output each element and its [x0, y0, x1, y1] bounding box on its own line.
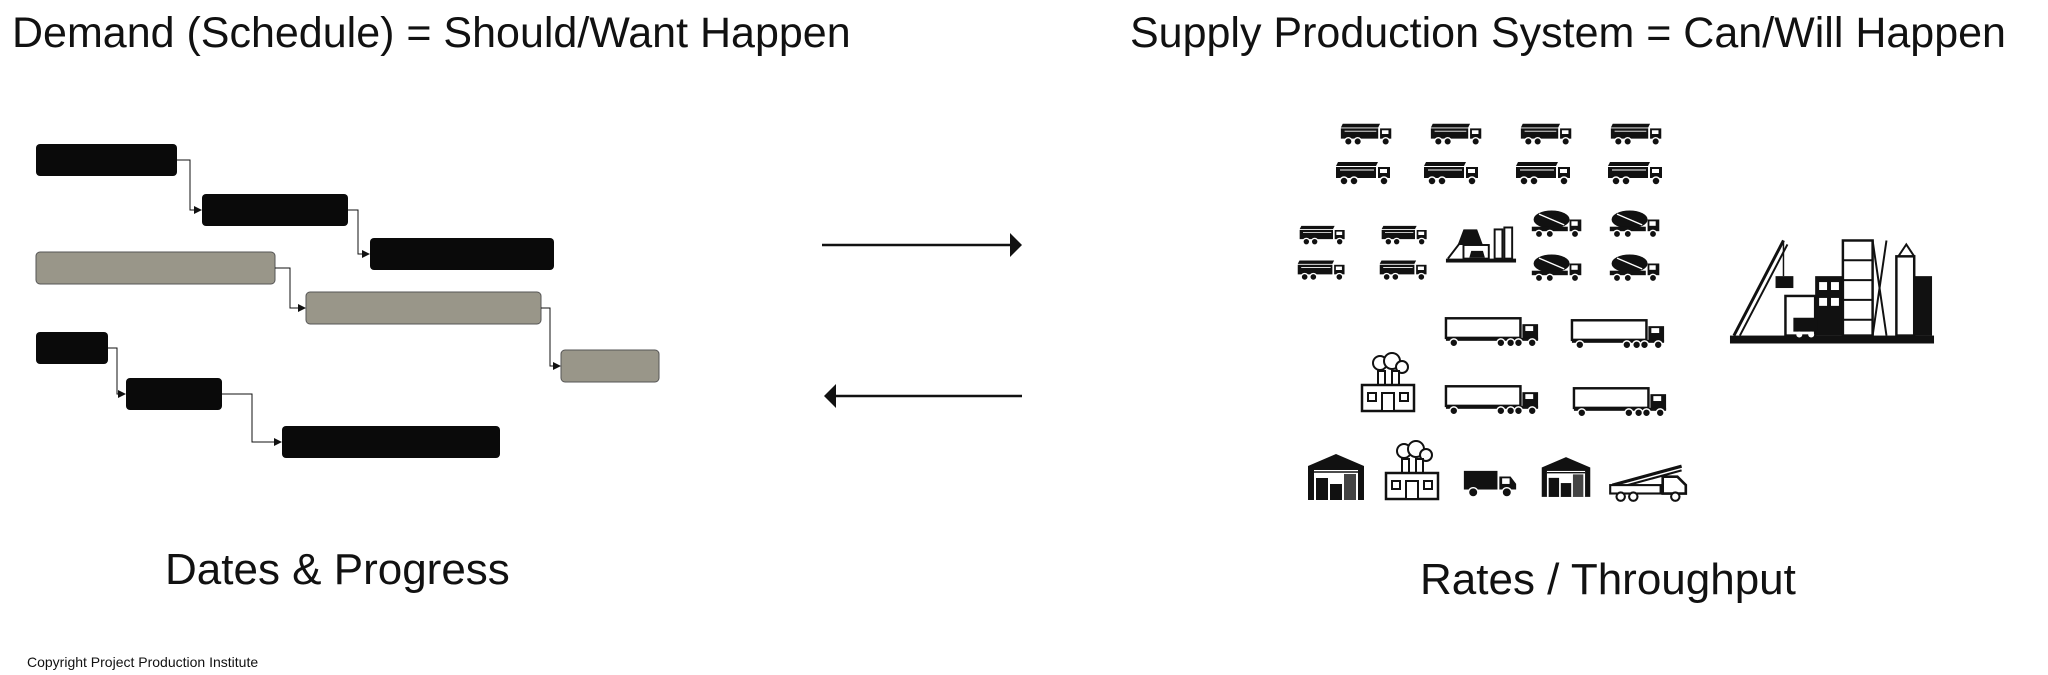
flatbed-truck-icon [1608, 464, 1688, 503]
backward-arrow [824, 384, 1022, 408]
demand-heading: Demand (Schedule) = Should/Want Happen [12, 9, 851, 57]
semi-trailer-truck-icon [1444, 317, 1540, 348]
dump-truck-icon [1297, 259, 1346, 282]
dump-truck-icon [1381, 225, 1428, 246]
gantt-bar-5 [305, 291, 542, 325]
gantt-bar-4 [35, 251, 276, 285]
dump-truck-icon [1423, 161, 1479, 186]
copyright-notice: Copyright Project Production Institute [27, 654, 259, 670]
supply-caption: Rates / Throughput [1420, 555, 1796, 604]
concrete-batch-plant-icon [1444, 226, 1518, 264]
concrete-mixer-truck-icon [1609, 209, 1661, 239]
gantt-bar-7 [36, 332, 108, 364]
gantt-bar-8 [126, 378, 222, 410]
dump-truck-icon [1340, 123, 1392, 146]
construction-site-icon [1728, 238, 1936, 345]
dump-truck-icon [1607, 161, 1663, 186]
factory-icon [1360, 352, 1416, 413]
dump-truck-icon [1430, 123, 1482, 146]
factory-icon [1384, 440, 1440, 501]
dump-truck-icon [1335, 161, 1391, 186]
semi-trailer-truck-icon [1572, 387, 1668, 418]
supply-icons [1297, 123, 1936, 503]
semi-trailer-truck-icon [1570, 319, 1666, 350]
gantt-dependency-links [108, 159, 561, 446]
concrete-mixer-truck-icon [1531, 209, 1583, 239]
warehouse-icon [1307, 453, 1365, 501]
gantt-bar-1 [36, 144, 177, 176]
semi-trailer-truck-icon [1444, 385, 1540, 416]
concrete-mixer-truck-icon [1609, 253, 1661, 283]
gantt-bar-9 [282, 426, 500, 458]
warehouse-icon [1540, 456, 1592, 498]
dump-truck-icon [1610, 123, 1662, 146]
gantt-bar-3 [370, 238, 554, 270]
concrete-mixer-truck-icon [1531, 253, 1583, 283]
gantt-bar-6 [560, 349, 660, 383]
gantt-chart [35, 144, 660, 458]
delivery-truck-icon [1463, 470, 1517, 498]
dump-truck-icon [1515, 161, 1571, 186]
forward-arrow [822, 233, 1022, 257]
dump-truck-icon [1299, 225, 1346, 246]
supply-heading: Supply Production System = Can/Will Happ… [1130, 9, 2006, 57]
dump-truck-icon [1379, 259, 1428, 282]
gantt-bar-2 [202, 194, 348, 226]
dump-truck-icon [1520, 123, 1572, 146]
demand-caption: Dates & Progress [165, 545, 510, 594]
